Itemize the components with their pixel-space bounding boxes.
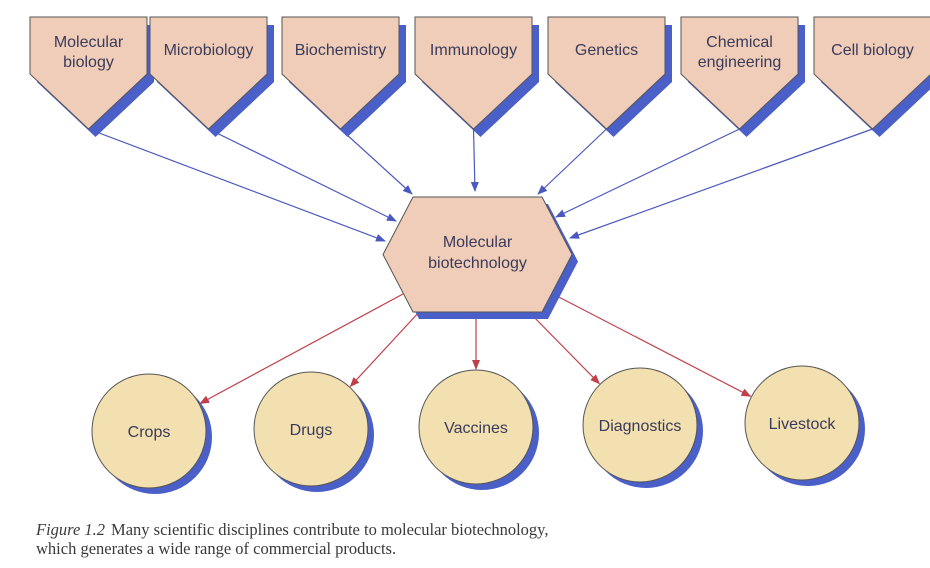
product-livestock: Livestock <box>744 365 865 486</box>
product-crops: Crops <box>91 373 212 494</box>
figure-caption: Figure 1.2 Many scientific disciplines co… <box>36 520 916 558</box>
center-molecular-biotechnology: Molecular biotechnology <box>382 196 578 319</box>
product-circle <box>582 367 698 483</box>
discipline-cell-biology: Cell biology <box>813 16 930 137</box>
product-circle <box>253 371 369 487</box>
product-drugs: Drugs <box>253 371 374 492</box>
discipline-box <box>414 16 533 130</box>
discipline-box <box>680 16 799 130</box>
discipline-label: Microbiology <box>164 42 254 59</box>
product-circle <box>418 369 534 485</box>
discipline-label: biology <box>63 54 114 71</box>
discipline-label: Chemical <box>706 34 773 51</box>
product-circle <box>744 365 860 481</box>
product-label: Crops <box>128 424 171 441</box>
product-vaccines: Vaccines <box>418 369 539 490</box>
caption-text-line1: Many scientific disciplines contribute t… <box>111 520 549 539</box>
arrow-to-center <box>208 128 397 222</box>
discipline-genetics: Genetics <box>547 16 672 137</box>
discipline-label: Molecular <box>54 34 124 51</box>
figure-label: Figure 1.2 <box>36 520 106 539</box>
discipline-label: Immunology <box>430 42 517 59</box>
discipline-box <box>281 16 400 130</box>
discipline-molecular-biology: Molecular biology <box>29 16 154 137</box>
discipline-immunology: Immunology <box>414 16 539 137</box>
arrow-to-center <box>340 128 413 195</box>
center-label: Molecular <box>443 234 513 251</box>
center-hexagon <box>382 196 573 313</box>
product-diagnostics: Diagnostics <box>582 367 703 488</box>
diagram-canvas: Molecular biology Microbiology Biochemistry… <box>29 16 930 494</box>
arrow-to-center <box>537 128 607 195</box>
product-circle <box>91 373 207 489</box>
product-label: Vaccines <box>444 420 508 437</box>
caption-text-line2: which generates a wide range of commerci… <box>36 539 397 558</box>
arrow-to-product <box>552 293 752 397</box>
product-label: Diagnostics <box>599 418 682 435</box>
center-label: biotechnology <box>428 255 527 272</box>
product-label: Livestock <box>769 416 837 433</box>
discipline-box <box>29 16 148 130</box>
arrow-to-center <box>569 128 873 239</box>
discipline-label: Genetics <box>575 42 638 59</box>
arrow-to-center <box>470 128 479 192</box>
discipline-label: engineering <box>698 54 782 71</box>
arrow-to-product <box>199 293 404 404</box>
discipline-box <box>547 16 666 130</box>
arrow-to-product <box>349 310 421 388</box>
discipline-label: Biochemistry <box>295 42 387 59</box>
discipline-microbiology: Microbiology <box>149 16 274 137</box>
arrow-to-center <box>555 128 740 218</box>
arrow-to-product <box>527 310 601 385</box>
discipline-label: Cell biology <box>831 42 914 59</box>
discipline-box <box>149 16 268 130</box>
arrow-to-center <box>88 128 386 242</box>
discipline-chemical-engineering: Chemical engineering <box>680 16 805 137</box>
discipline-biochemistry: Biochemistry <box>281 16 406 137</box>
product-label: Drugs <box>290 422 333 439</box>
discipline-box <box>813 16 930 130</box>
